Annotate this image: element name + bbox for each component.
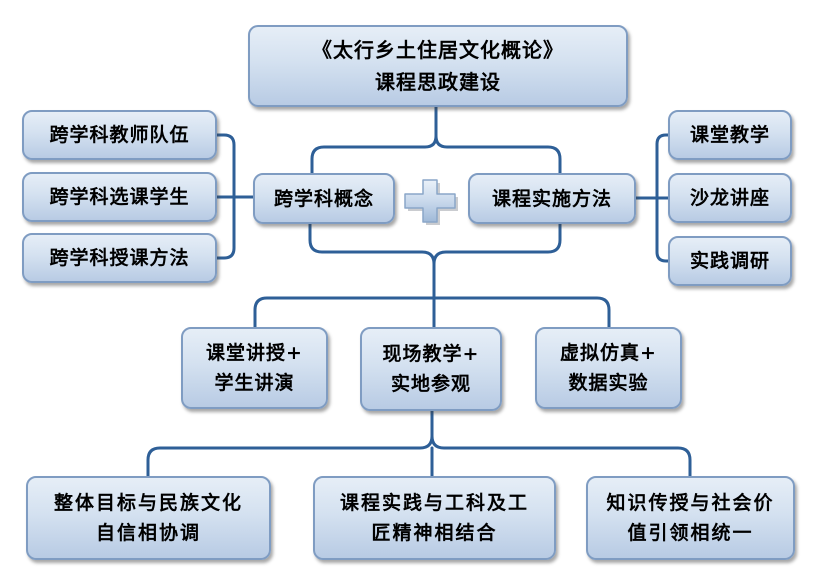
method-box: 课程实施方法	[468, 173, 636, 224]
title-box: 《太行乡土住居文化概论》 课程思政建设	[248, 25, 628, 107]
concept-item-label: 跨学科教师队伍	[49, 124, 190, 146]
goal-box: 知识传授与社会价 值引领相统一	[586, 476, 795, 560]
plus-shape	[404, 179, 456, 223]
concept-label: 跨学科概念	[273, 187, 374, 210]
goal-line: 整体目标与民族文化	[53, 492, 243, 514]
connector-line	[253, 296, 611, 329]
connector-line	[655, 133, 670, 263]
mode-box: 虚拟仿真+ 数据实验	[535, 327, 682, 409]
mode-line: 现场教学+	[382, 343, 480, 365]
connector-line	[430, 434, 692, 478]
concept-item-label: 跨学科授课方法	[49, 247, 190, 269]
goal-line: 值引领相统一	[627, 522, 754, 544]
concept-item-label: 跨学科选课学生	[49, 186, 190, 208]
goal-line: 课程实践与工科及工	[339, 492, 529, 514]
mode-line: 课堂讲授+	[206, 342, 303, 364]
goal-box: 整体目标与民族文化 自信相协调	[26, 476, 271, 560]
connector-line	[308, 222, 436, 329]
concept-item-box: 跨学科授课方法	[22, 233, 217, 283]
goal-box: 课程实践与工科及工 匠精神相结合	[313, 476, 556, 560]
mode-line: 数据实验	[568, 372, 649, 394]
method-item-label: 课堂教学	[689, 124, 770, 146]
goal-line: 知识传授与社会价	[606, 492, 775, 514]
connector-line	[146, 409, 434, 478]
concept-item-box: 跨学科教师队伍	[22, 110, 217, 160]
method-label: 课程实施方法	[491, 187, 612, 210]
mode-line: 实地参观	[390, 373, 471, 395]
mode-box: 课堂讲授+ 学生讲演	[181, 327, 328, 409]
method-item-label: 沙龙讲座	[689, 187, 770, 209]
method-item-label: 实践调研	[689, 250, 770, 272]
method-item-box: 课堂教学	[668, 110, 792, 160]
mode-line: 学生讲演	[214, 372, 295, 394]
concept-item-box: 跨学科选课学生	[22, 172, 217, 222]
goal-line: 匠精神相结合	[371, 522, 498, 544]
method-item-box: 沙龙讲座	[668, 173, 792, 223]
connector-line	[434, 134, 562, 175]
diagram-title: 《太行乡土住居文化概论》	[312, 38, 564, 62]
method-item-box: 实践调研	[668, 236, 792, 286]
diagram-subtitle: 课程思政建设	[375, 70, 501, 94]
connector-line	[432, 222, 562, 266]
mode-box: 现场教学+ 实地参观	[360, 327, 502, 411]
goal-line: 自信相协调	[95, 522, 201, 544]
plus-icon	[404, 179, 458, 225]
connector-line	[310, 105, 438, 175]
mode-line: 虚拟仿真+	[560, 342, 657, 364]
concept-box: 跨学科概念	[253, 173, 395, 224]
